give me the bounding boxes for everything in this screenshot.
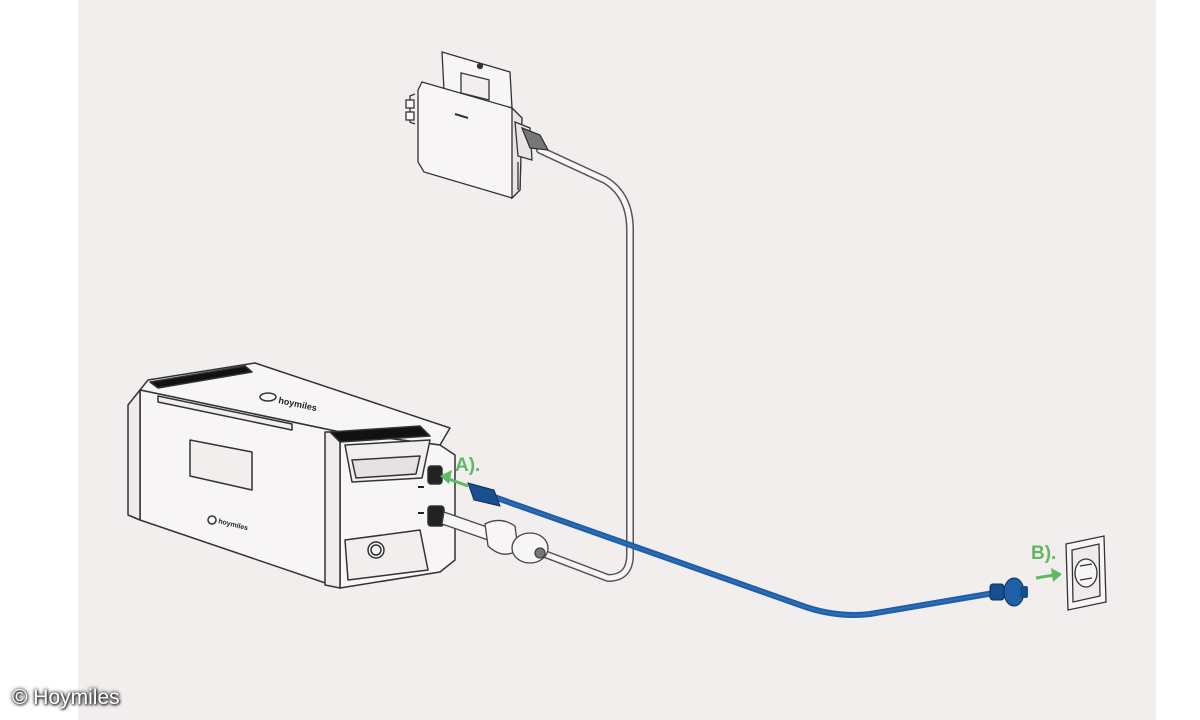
ac-cable [467, 482, 1028, 618]
microinverter [405, 51, 550, 200]
copyright-credit: © Hoymiles [12, 686, 120, 709]
illustration-background [78, 0, 1156, 720]
inverter-cable-connector [441, 511, 549, 564]
wall-socket [1065, 535, 1107, 611]
inverter-cable [451, 146, 634, 583]
arrow-a-icon [440, 470, 469, 488]
step-b-label: B). [1031, 543, 1057, 564]
battery-unit: hoymiles hoymiles [127, 362, 456, 589]
step-a-label: A). [455, 455, 481, 476]
arrow-b-icon [1035, 568, 1062, 582]
